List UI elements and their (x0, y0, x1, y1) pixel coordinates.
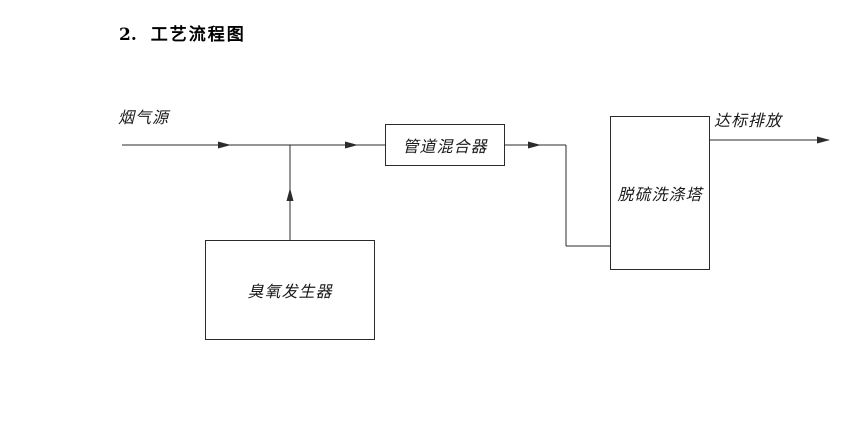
section-number: 2. (119, 25, 137, 45)
arrow-right-icon (218, 141, 231, 149)
arrow-right-icon (345, 141, 358, 149)
section-title-text: 工艺流程图 (150, 25, 246, 45)
page-title: 2. 工艺流程图 (119, 20, 246, 45)
pipeline-mixer-label: 管道混合器 (402, 137, 488, 156)
arrow-up-icon (286, 188, 294, 201)
pipeline-mixer-box: 管道混合器 (385, 124, 505, 166)
desulfurization-tower-label: 脱硫洗涤塔 (617, 185, 703, 204)
flue-gas-source-label: 烟气源 (118, 108, 170, 127)
desulfurization-tower-box: 脱硫洗涤塔 (610, 116, 710, 270)
arrow-right-icon (817, 136, 830, 144)
ozone-generator-label: 臭氧发生器 (247, 282, 333, 301)
arrow-right-icon (528, 141, 541, 149)
ozone-generator-box: 臭氧发生器 (205, 240, 375, 340)
compliant-emission-label: 达标排放 (714, 111, 783, 130)
